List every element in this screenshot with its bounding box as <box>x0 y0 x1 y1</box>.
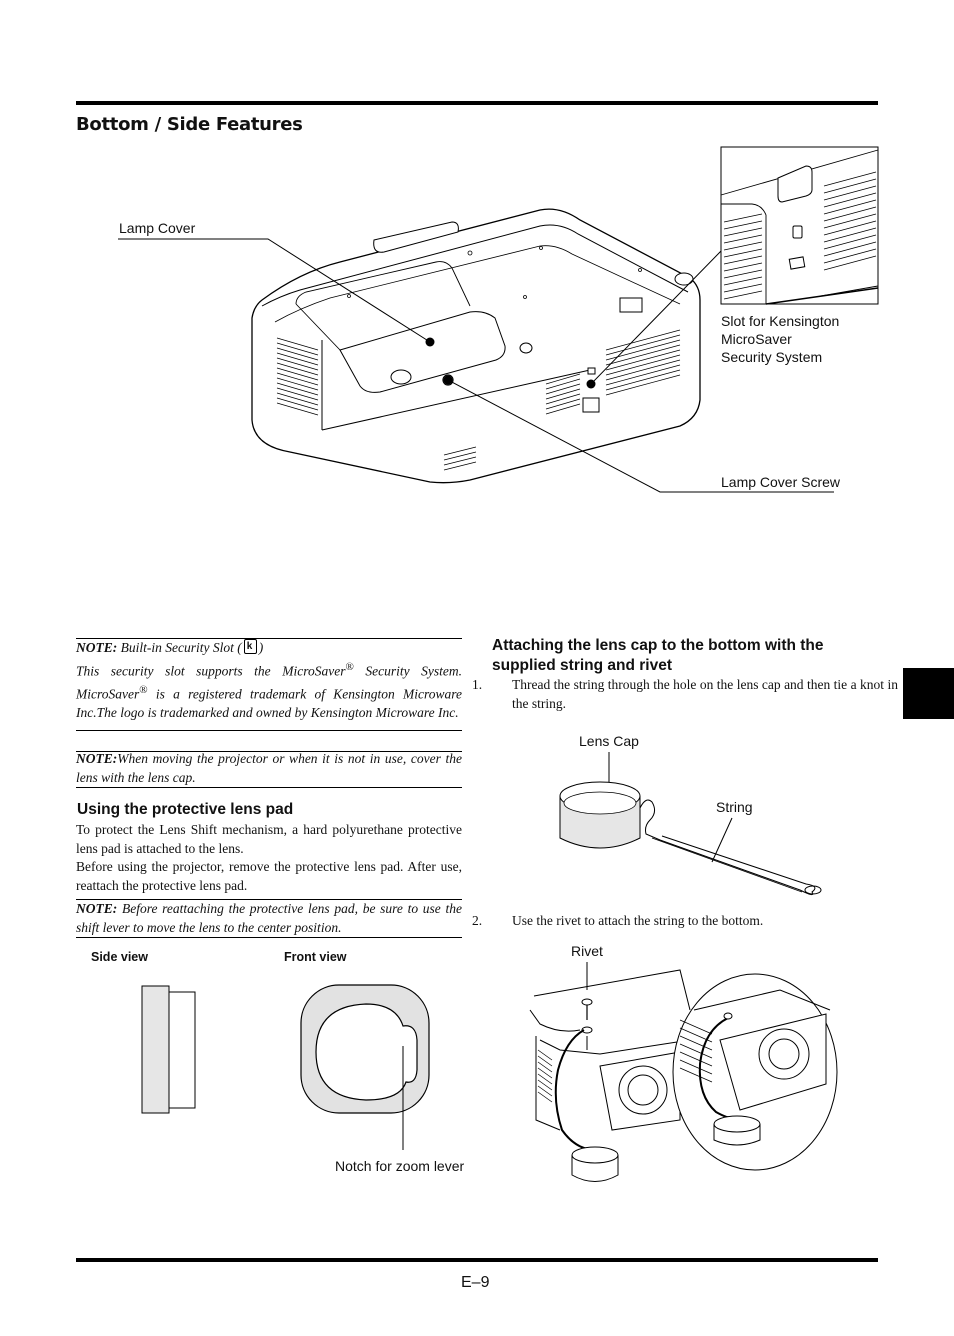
kensington-label-line1: Slot for Kensington <box>721 313 840 329</box>
note2-text: When moving the projector or when it is … <box>76 751 462 785</box>
page-number: E–9 <box>461 1274 490 1291</box>
note1-label: NOTE: <box>76 640 118 655</box>
note3-top-rule <box>76 899 462 900</box>
step-1-text: Thread the string through the hole on th… <box>512 677 898 711</box>
note2-bottom-rule <box>76 787 462 788</box>
note1-bottom-rule <box>76 730 462 731</box>
note1-line2b: is a registered trademark of Kensington … <box>76 686 462 720</box>
section-title: Bottom / Side Features <box>76 114 303 135</box>
note1-line1: This security slot supports the MicroSav… <box>76 663 346 678</box>
registered-mark-2: ® <box>139 683 148 696</box>
string-label: String <box>716 799 753 815</box>
side-view-label: Side view <box>91 950 148 964</box>
step-2-text: Use the rivet to attach the string to th… <box>512 913 764 928</box>
notch-label: Notch for zoom lever <box>335 1158 465 1174</box>
note1-line1b: Security System. <box>353 663 462 678</box>
step-1-number: 1. <box>472 677 483 692</box>
lens-pad-paragraph-2: Before using the projector, remove the p… <box>76 859 462 893</box>
top-rule <box>76 101 878 105</box>
lens-pad-paragraph-1: To protect the Lens Shift mechanism, a h… <box>76 822 462 856</box>
lens-cap-label: Lens Cap <box>579 733 639 749</box>
step-2: 2. Use the rivet to attach the string to … <box>472 912 898 931</box>
note1-top-rule <box>76 638 462 639</box>
bottom-rule <box>76 1258 878 1262</box>
note1-title-before: Built-in Security Slot ( <box>120 640 242 655</box>
kensington-label-line3: Security System <box>721 349 823 365</box>
note1-title-after: ) <box>258 640 264 655</box>
lens-cap-note: NOTE:When moving the projector or when i… <box>76 750 462 787</box>
note2-top-rule <box>76 751 462 752</box>
note1-line2a: MicroSaver <box>76 686 140 701</box>
note2-label: NOTE: <box>76 751 118 766</box>
step-2-number: 2. <box>472 913 483 928</box>
registered-mark: ® <box>345 660 354 673</box>
lamp-cover-label: Lamp Cover <box>119 220 196 236</box>
lens-pad-note: NOTE: Before reattaching the protective … <box>76 900 462 937</box>
note3-bottom-rule <box>76 937 462 938</box>
projector-bottom-illustration <box>118 146 879 493</box>
front-view-label: Front view <box>284 950 347 964</box>
note3-text: Before reattaching the protective lens p… <box>76 901 462 935</box>
kensington-lock-icon <box>243 638 257 657</box>
chapter-tab <box>903 668 954 719</box>
step-1: 1. Thread the string through the hole on … <box>472 676 898 713</box>
lamp-cover-screw-label: Lamp Cover Screw <box>721 474 841 490</box>
lens-cap-heading: Attaching the lens cap to the bottom wit… <box>492 637 824 674</box>
rivet-label: Rivet <box>571 943 603 959</box>
kensington-label-line2: MicroSaver <box>721 331 792 347</box>
lens-pad-heading: Using the protective lens pad <box>77 801 294 818</box>
note3-label: NOTE: <box>76 901 118 916</box>
security-slot-note: NOTE: Built-in Security Slot () This sec… <box>76 638 462 722</box>
